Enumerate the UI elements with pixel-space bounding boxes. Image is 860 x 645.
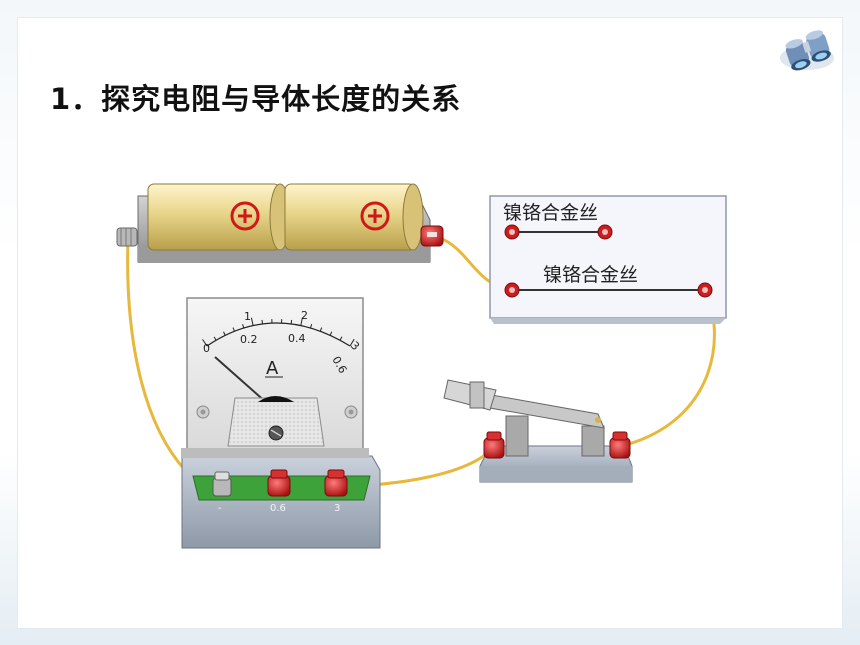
- ammeter-pointer: [214, 356, 269, 405]
- scale-label-bottom-04: 0.4: [288, 332, 306, 345]
- battery-negative-terminal: [116, 227, 138, 247]
- scale-tick: [261, 319, 264, 324]
- scale-ticks: [202, 317, 355, 347]
- scale-tick: [223, 331, 226, 336]
- wire-label-top: 镍铬合金丝: [503, 202, 598, 224]
- scale-tick: [339, 336, 343, 341]
- ammeter-terminal-3: [324, 469, 348, 497]
- scale-tick: [232, 327, 235, 332]
- switch-terminal-right: [609, 431, 631, 459]
- terminal-label-neg: -: [218, 503, 222, 514]
- scale-tick: [290, 319, 293, 324]
- page-title: 1．探究电阻与导体长度的关系: [50, 82, 462, 116]
- scale-tick: [349, 338, 355, 347]
- wire-board: 镍铬合金丝 镍铬合金丝: [489, 195, 727, 324]
- scale-tick: [310, 324, 313, 329]
- ammeter-unit: A: [266, 358, 279, 379]
- wire-label-bottom: 镍铬合金丝: [543, 264, 638, 286]
- ammeter: - 0.6 3 1 2 3 0 0.2 0.4 0.6 A: [181, 297, 381, 549]
- battery-cell-1: [147, 183, 281, 251]
- scale-tick: [213, 336, 217, 341]
- terminal-label-3: 3: [334, 503, 340, 514]
- scale-tick: [242, 324, 245, 329]
- scale-label-bottom-0: 0: [203, 342, 210, 355]
- board-terminal: [504, 224, 713, 298]
- ammeter-terminal-06: [267, 469, 291, 497]
- scale-tick: [329, 331, 333, 336]
- scale-tick: [319, 327, 323, 332]
- scale-tick: [250, 317, 254, 326]
- scale-tick: [300, 317, 303, 326]
- battery-cell-2: [284, 183, 416, 251]
- battery: [116, 183, 444, 263]
- terminal-label-06: 0.6: [270, 503, 286, 514]
- scale-label-bottom-02: 0.2: [240, 333, 258, 346]
- ammeter-negative-terminal: [212, 471, 232, 497]
- scale-label-top-2: 2: [301, 309, 308, 322]
- knife-switch: [443, 379, 633, 483]
- scale-tick: [202, 339, 208, 347]
- binoculars-icon: [780, 30, 834, 71]
- switch-terminal-left: [483, 431, 505, 459]
- switch-blade: [485, 393, 605, 429]
- scale-label-top-1: 1: [244, 310, 251, 323]
